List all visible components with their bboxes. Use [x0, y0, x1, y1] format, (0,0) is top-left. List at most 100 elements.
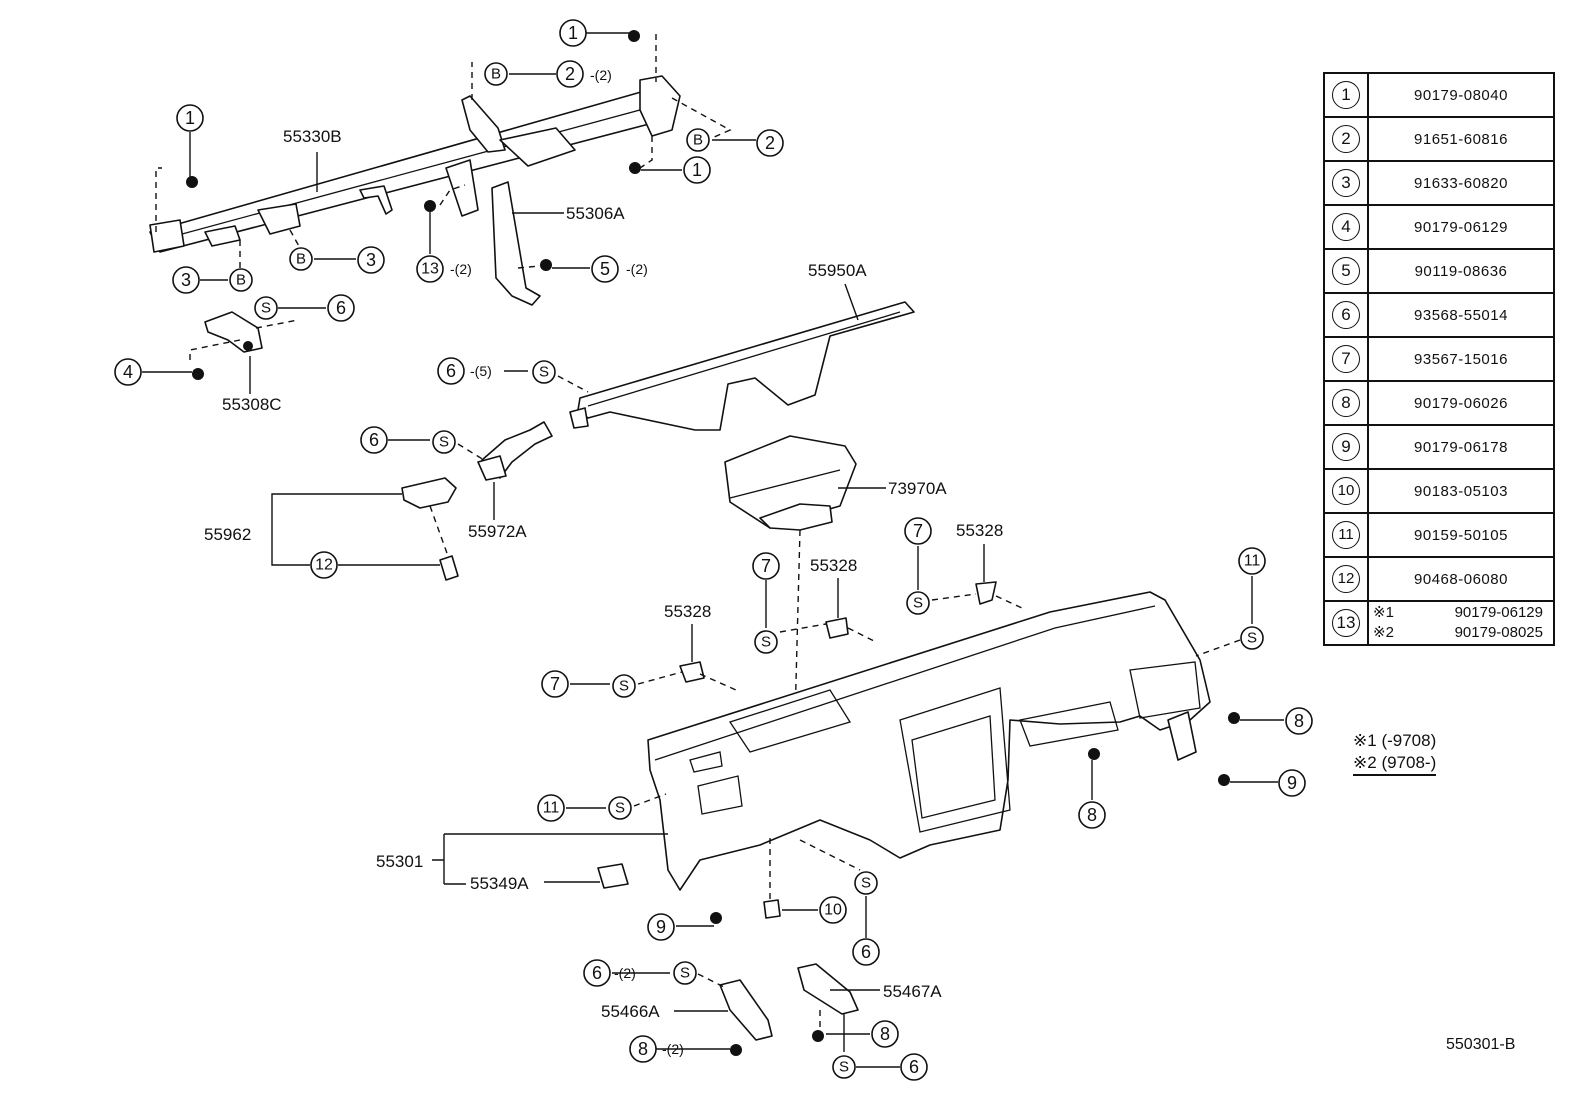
part-number: 90179-08025: [1454, 624, 1543, 641]
quantity-label: -(2): [614, 965, 636, 981]
date-notes: ※1 (-9708) ※2 (9708-): [1353, 730, 1437, 776]
svg-text:S: S: [1247, 630, 1257, 647]
svg-text:2: 2: [765, 133, 775, 153]
callout-7: 7: [541, 670, 569, 698]
part-label-55972A: 55972A: [468, 522, 527, 541]
note-2: ※2 (9708-): [1353, 752, 1437, 776]
svg-text:6: 6: [336, 298, 346, 318]
callout-s: S: [754, 630, 778, 654]
part-label-55349A: 55349A: [470, 874, 529, 893]
ref-circle: 10: [1332, 477, 1360, 505]
svg-text:8: 8: [638, 1039, 648, 1059]
part-label-55950A: 55950A: [808, 261, 867, 280]
callout-s: S: [608, 796, 632, 820]
part-number-cell: 93567-15016: [1367, 336, 1555, 382]
callout-8: 8: [1285, 707, 1313, 735]
part-number-cell: 90119-08636: [1367, 248, 1555, 294]
svg-text:B: B: [491, 66, 501, 83]
callout-2: 2: [756, 129, 784, 157]
part-label-73970A: 73970A: [888, 479, 947, 498]
part-label-55308C: 55308C: [222, 395, 282, 414]
callout-10: 10: [819, 896, 847, 924]
callout-s: S: [832, 1055, 856, 1079]
duct-illustration: [569, 301, 915, 431]
svg-text:9: 9: [656, 917, 666, 937]
svg-text:1: 1: [568, 23, 578, 43]
callout-s: S: [612, 674, 636, 698]
callout-s: S: [1240, 626, 1264, 650]
ref-circle: 13: [1332, 609, 1360, 637]
note-1: ※1 (-9708): [1353, 731, 1437, 750]
svg-text:9: 9: [1287, 773, 1297, 793]
svg-text:8: 8: [1294, 711, 1304, 731]
svg-text:3: 3: [366, 250, 376, 270]
quantity-label: -(2): [626, 261, 648, 277]
callout-12: 12: [310, 551, 338, 579]
ref-circle: 4: [1332, 213, 1360, 241]
ref-circle: 9: [1332, 433, 1360, 461]
reinforcement-beam-illustration: [149, 75, 681, 253]
callout-7: 7: [752, 552, 780, 580]
svg-text:11: 11: [543, 800, 560, 817]
svg-text:S: S: [861, 875, 871, 892]
svg-text:B: B: [236, 272, 246, 289]
ref-circle: 8: [1332, 389, 1360, 417]
svg-text:6: 6: [592, 963, 602, 983]
part-label-55962: 55962: [204, 525, 251, 544]
svg-text:S: S: [839, 1059, 849, 1076]
svg-text:3: 3: [181, 270, 191, 290]
callout-b: B: [229, 268, 253, 292]
callout-13: 13: [416, 255, 444, 283]
part-label-55306A: 55306A: [566, 204, 625, 223]
quantity-label: -(5): [470, 363, 492, 379]
part-number-cell: 90179-06026: [1367, 380, 1555, 426]
part-number-cell: 90179-08040: [1367, 72, 1555, 118]
callout-6: 6: [852, 938, 880, 966]
svg-text:7: 7: [913, 521, 923, 541]
callout-7: 7: [904, 517, 932, 545]
callout-6: 6: [437, 357, 465, 385]
ref-circle: 2: [1332, 125, 1360, 153]
ref-circle: 11: [1332, 521, 1360, 549]
callout-s: S: [673, 961, 697, 985]
svg-text:12: 12: [315, 557, 333, 574]
callout-b: B: [289, 247, 313, 271]
ref-circle: 1: [1332, 81, 1360, 109]
svg-text:8: 8: [1087, 805, 1097, 825]
part-label-55328-a: 55328: [664, 602, 711, 621]
callout-8: 8: [629, 1035, 657, 1063]
svg-text:S: S: [619, 678, 629, 695]
callout-b: B: [686, 128, 710, 152]
quantity-label: -(2): [450, 261, 472, 277]
svg-text:6: 6: [446, 361, 456, 381]
svg-text:S: S: [261, 300, 271, 317]
svg-text:S: S: [539, 364, 549, 381]
svg-text:S: S: [439, 434, 449, 451]
note-mark: ※2: [1373, 624, 1394, 641]
quantity-label: -(2): [590, 67, 612, 83]
part-number: 90179-06129: [1454, 604, 1543, 621]
svg-text:11: 11: [1244, 553, 1261, 570]
svg-text:B: B: [296, 251, 306, 268]
part-label-55330B: 55330B: [283, 127, 342, 146]
callout-s: S: [854, 871, 878, 895]
svg-text:7: 7: [761, 556, 771, 576]
ref-circle: 5: [1332, 257, 1360, 285]
svg-text:7: 7: [550, 674, 560, 694]
callout-9: 9: [647, 913, 675, 941]
callout-11: 11: [537, 794, 565, 822]
part-label-55328-b: 55328: [810, 556, 857, 575]
callout-6: 6: [900, 1053, 928, 1081]
callout-s: S: [432, 430, 456, 454]
svg-text:5: 5: [600, 259, 610, 279]
part-number-cell: 90179-06129: [1367, 204, 1555, 250]
